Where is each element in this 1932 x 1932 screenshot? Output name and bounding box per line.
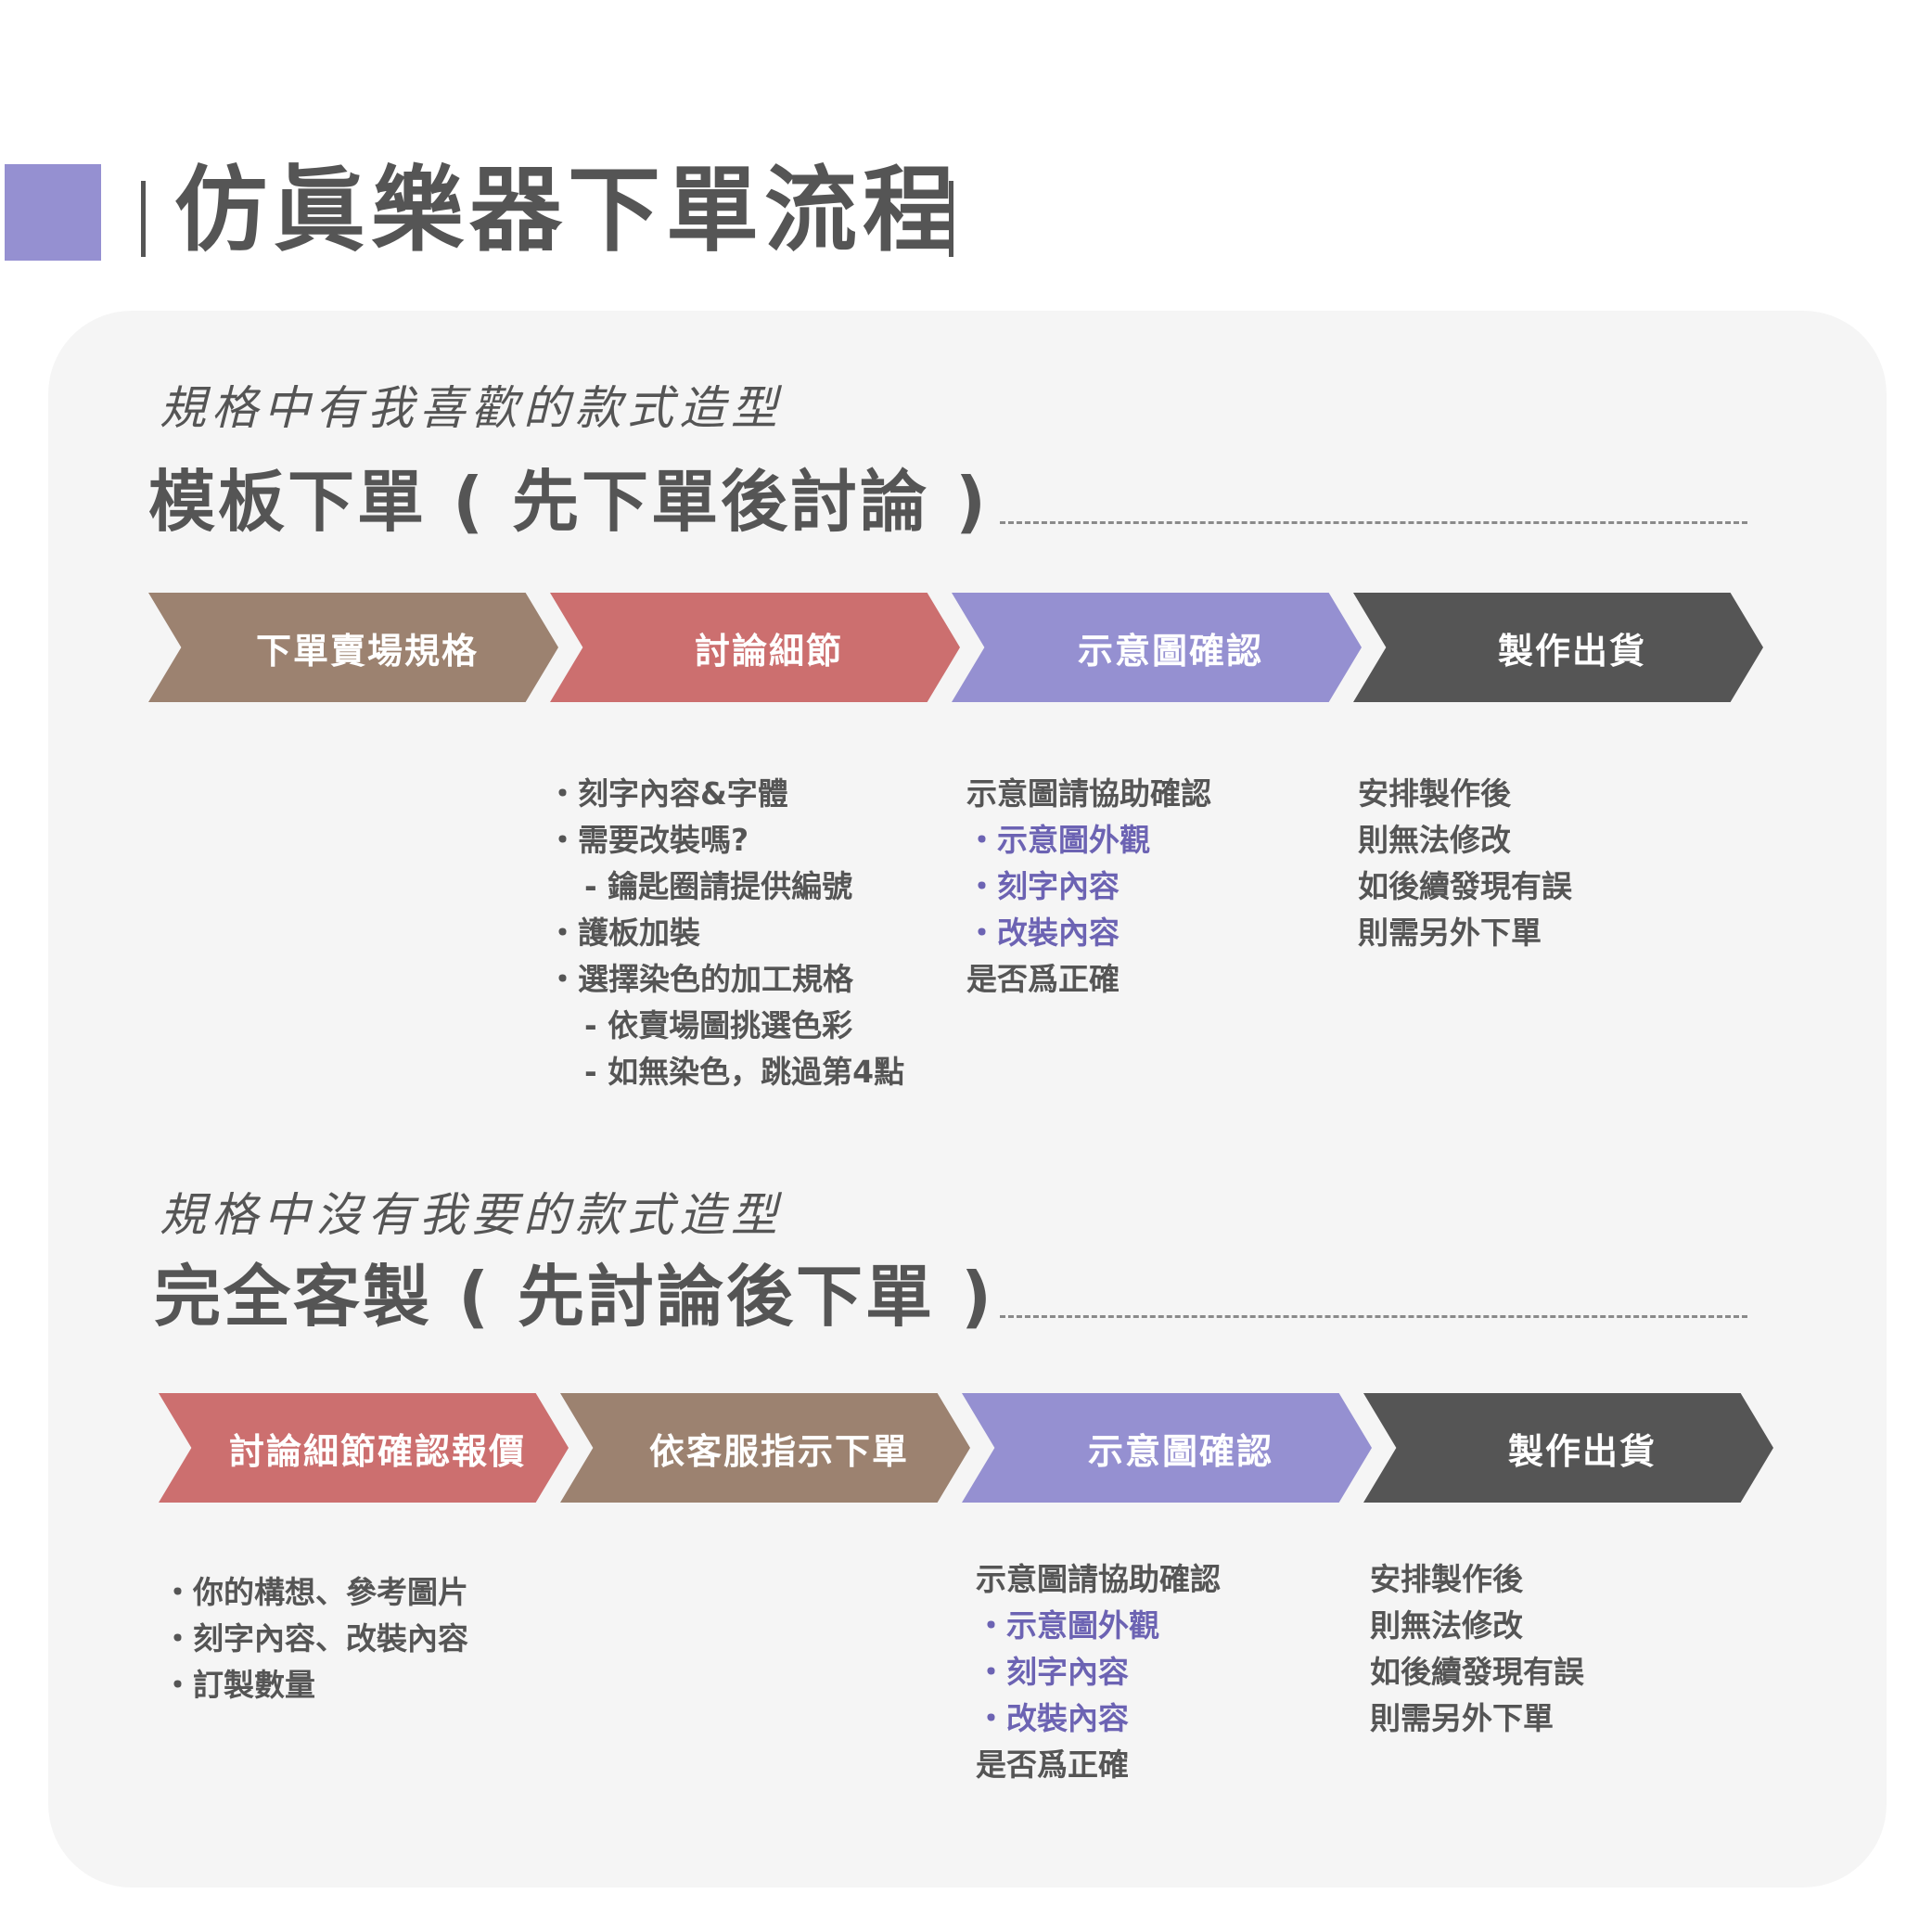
detail-line: ・改裝內容 <box>966 915 1120 951</box>
step-label: 製作出貨 <box>1497 630 1646 672</box>
section1-step-4: 製作出貨 <box>1353 593 1763 702</box>
detail-line: ・改裝內容 <box>976 1700 1129 1736</box>
detail-line: 如後續發現有誤 <box>1370 1654 1584 1690</box>
detail-line: ・示意圖外觀 <box>976 1607 1159 1644</box>
detail-line: 安排製作後 <box>1358 775 1511 812</box>
step-label: 示意圖確認 <box>1087 1430 1273 1472</box>
detail-line: 則需另外下單 <box>1358 915 1542 951</box>
detail-line: 則需另外下單 <box>1370 1700 1554 1736</box>
detail-line: ・訂製數量 <box>162 1667 315 1703</box>
section2-step-4: 製作出貨 <box>1363 1393 1773 1503</box>
detail-line: 是否爲正確 <box>976 1746 1129 1783</box>
step-label: 示意圖確認 <box>1077 630 1263 672</box>
section2-heading: 完全客製 ( 先討論後下單 ) <box>154 1258 995 1336</box>
step-label: 討論細節 <box>694 630 843 672</box>
title-bar-right <box>949 181 953 257</box>
detail-line: ・刻字內容 <box>976 1654 1129 1690</box>
section2-step-1: 討論細節確認報價 <box>159 1393 569 1503</box>
step-label: 依客服指示下單 <box>648 1430 909 1472</box>
section1-confirm-details: 示意圖請協助確認 ・示意圖外觀 ・刻字內容 ・改裝內容 是否爲正確 <box>966 771 1211 1003</box>
detail-line: 則無法修改 <box>1370 1607 1523 1644</box>
section2-step-2: 依客服指示下單 <box>560 1393 970 1503</box>
section2-script-caption: 規格中沒有我要的款式造型 <box>160 1188 783 1242</box>
detail-line: ・你的構想、參考圖片 <box>162 1574 468 1610</box>
section2-divider <box>1000 1315 1747 1318</box>
detail-line: ・刻字內容 <box>966 868 1120 904</box>
detail-line: 是否爲正確 <box>966 961 1120 997</box>
section2-confirm-details: 示意圖請協助確認 ・示意圖外觀 ・刻字內容 ・改裝內容 是否爲正確 <box>976 1556 1221 1788</box>
detail-line: - 如無染色，跳過第4點 <box>584 1054 905 1090</box>
detail-line: 則無法修改 <box>1358 822 1511 858</box>
section2-ship-details: 安排製作後 則無法修改 如後續發現有誤 則需另外下單 <box>1370 1556 1584 1742</box>
section1-script-caption: 規格中有我喜歡的款式造型 <box>160 381 783 435</box>
section1-step-3: 示意圖確認 <box>952 593 1362 702</box>
detail-line: - 鑰匙圈請提供編號 <box>584 868 853 904</box>
section2-discuss-details: ・你的構想、參考圖片 ・刻字內容、改裝內容 ・訂製數量 <box>162 1569 468 1708</box>
section2-step-3: 示意圖確認 <box>962 1393 1372 1503</box>
section1-discuss-details: ・刻字內容&字體 ・需要改裝嗎? - 鑰匙圈請提供編號 ・護板加裝 ・選擇染色的… <box>547 771 904 1095</box>
detail-line: ・刻字內容&字體 <box>547 775 788 812</box>
detail-line: 示意圖請協助確認 <box>966 775 1211 812</box>
section1-ship-details: 安排製作後 則無法修改 如後續發現有誤 則需另外下單 <box>1358 771 1572 956</box>
detail-line: 示意圖請協助確認 <box>976 1561 1221 1597</box>
page-title: 仿眞樂器下單流程 <box>174 156 961 264</box>
section1-step-1: 下單賣場規格 <box>148 593 558 702</box>
detail-line: ・刻字內容、改裝內容 <box>162 1620 468 1657</box>
section1-divider <box>1000 521 1747 524</box>
section1-step-2: 討論細節 <box>550 593 960 702</box>
detail-line: - 依賣場圖挑選色彩 <box>584 1007 853 1043</box>
detail-line: ・選擇染色的加工規格 <box>547 961 853 997</box>
detail-line: ・需要改裝嗎? <box>547 822 749 858</box>
content-panel <box>48 311 1887 1887</box>
title-bar-left <box>141 181 146 257</box>
step-label: 製作出貨 <box>1507 1430 1657 1472</box>
detail-line: ・示意圖外觀 <box>966 822 1150 858</box>
step-label: 下單賣場規格 <box>255 630 479 672</box>
detail-line: 安排製作後 <box>1370 1561 1523 1597</box>
step-label: 討論細節確認報價 <box>228 1430 526 1472</box>
detail-line: ・護板加裝 <box>547 915 700 951</box>
detail-line: 如後續發現有誤 <box>1358 868 1572 904</box>
section1-heading: 模板下單 ( 先下單後討論 ) <box>148 463 990 541</box>
title-accent-block <box>5 164 101 261</box>
